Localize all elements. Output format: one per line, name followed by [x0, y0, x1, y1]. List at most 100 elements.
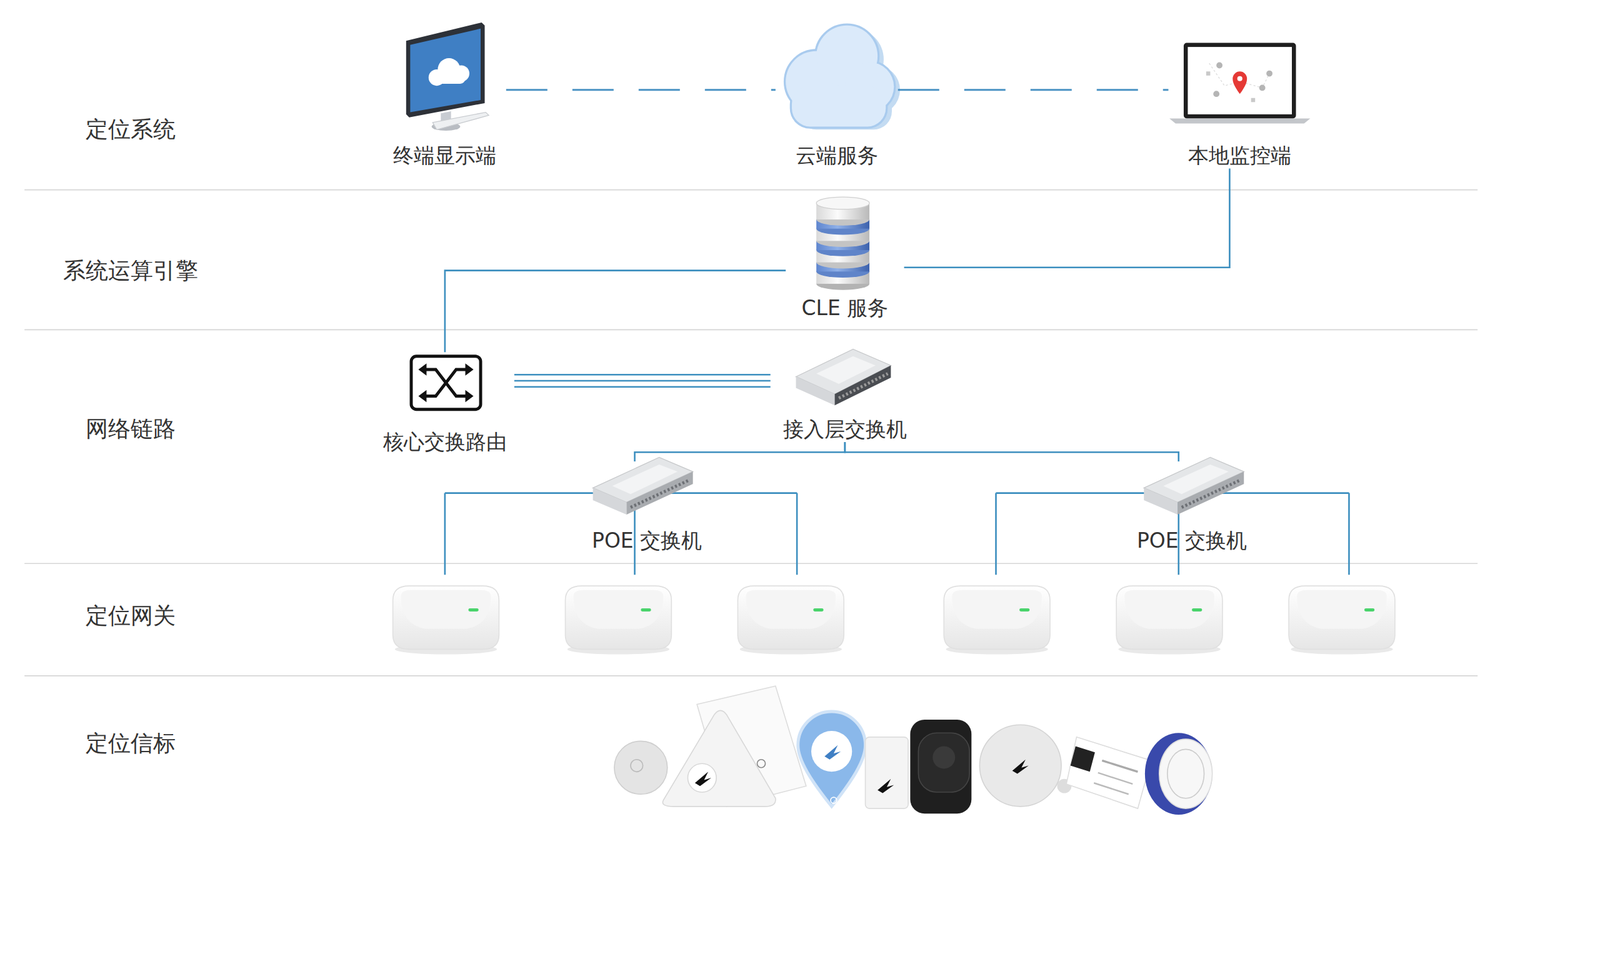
laptop-illustration: [1259, 85, 1266, 92]
beacon-illustration: [979, 724, 1062, 807]
beacon-illustration: [614, 740, 668, 794]
beacon-illustration: [1012, 759, 1029, 774]
gateway-illustration: [1191, 608, 1202, 612]
router-icon: [465, 390, 474, 403]
monitor-illustration: [406, 22, 485, 118]
beacon-illustration: [695, 771, 712, 786]
laptop-illustration: [1251, 98, 1256, 103]
gateway-illustration: [640, 608, 651, 612]
beacon-illustration: [1098, 772, 1134, 784]
poe-switch-illustration: [626, 471, 693, 515]
router-icon: [465, 363, 474, 376]
gateway-illustration: [1116, 585, 1223, 654]
dashed-connector: [506, 88, 776, 91]
gateway-illustration: [565, 585, 672, 654]
row-divider: [24, 189, 1478, 191]
cloud-illustration: [785, 25, 900, 130]
gateway-illustration: [1124, 590, 1215, 629]
beacon-illustration: [614, 685, 1213, 815]
gateway-illustration: [565, 585, 672, 649]
beacon-illustration: [756, 759, 765, 768]
gateway-illustration: [737, 585, 844, 654]
illustration: [24, 22, 1478, 815]
network-link: [635, 441, 845, 462]
gateway-illustration: [746, 590, 837, 629]
beacon-illustration: [824, 745, 841, 760]
node-caption: POE 交换机: [591, 528, 702, 554]
cloud-illustration: [785, 25, 894, 127]
database-illustration: [816, 196, 870, 290]
laptop-illustration: [1213, 90, 1220, 97]
poe-switch-illustration: [630, 479, 690, 507]
beacon-illustration: [662, 710, 776, 806]
node-caption: POE 交换机: [1136, 528, 1247, 554]
node-caption: 云端服务: [795, 143, 879, 169]
cloud-illustration: [785, 25, 894, 127]
layer-label: 定位网关: [85, 601, 176, 630]
monitor-illustration: [410, 28, 481, 113]
beacon-illustration: [918, 732, 970, 792]
laptop-illustration: [1206, 71, 1211, 76]
node-caption: 接入层交换机: [783, 416, 907, 442]
node-caption: 核心交换路由: [383, 429, 507, 455]
router-icon: [418, 363, 427, 376]
router-icon: [411, 356, 481, 410]
beacon-illustration: [1093, 782, 1129, 794]
switch-illustration: [796, 348, 892, 405]
cloud-illustration: [791, 85, 886, 127]
switch-illustration: [796, 376, 835, 405]
beacon-illustration: [1101, 760, 1138, 772]
network-link: [514, 374, 771, 387]
gateway-wire: [445, 493, 1350, 575]
poe-switch-illustration: [1177, 471, 1244, 515]
router-icon: [418, 390, 427, 403]
laptop-illustration: [1266, 70, 1273, 77]
beacon-illustration: [798, 711, 866, 807]
laptop-illustration: [1183, 43, 1297, 119]
monitor-illustration: [432, 73, 465, 84]
poe-switch-illustration: [1181, 479, 1242, 507]
monitor-illustration: [406, 22, 489, 131]
row-divider: [24, 190, 1478, 676]
laptop-illustration: [1169, 43, 1310, 124]
router-icon: [423, 369, 469, 396]
poe-switch-illustration: [1143, 456, 1244, 514]
beacon-illustration: [1066, 736, 1152, 809]
gateway-illustration: [1019, 608, 1030, 612]
gateway-illustration: [1364, 608, 1375, 612]
beacon-illustration: [1070, 746, 1095, 772]
layer-label: 系统运算引擎: [63, 256, 199, 285]
beacon-illustration: [865, 736, 909, 809]
row-divider: [24, 329, 1478, 331]
network-link: [845, 441, 1179, 462]
gateway-illustration: [737, 585, 844, 649]
beacon-illustration: [910, 719, 972, 814]
laptop-illustration: [1169, 118, 1310, 124]
gateway-illustration: [573, 590, 664, 629]
router-icon: [411, 356, 481, 410]
gateway-illustration: [943, 585, 1050, 654]
gateway-illustration: [951, 590, 1042, 629]
laptop-illustration: [1187, 46, 1292, 115]
beacon-illustration: [1167, 748, 1205, 798]
layer-label: 网络链路: [85, 415, 176, 443]
beacon-illustration: [811, 730, 852, 772]
laptop-illustration: [1237, 76, 1243, 82]
beacon-illustration: [687, 763, 717, 792]
gateway-illustration: [1288, 585, 1395, 649]
laptop-illustration: [1216, 62, 1223, 69]
beacon-illustration: [1145, 732, 1213, 815]
poe-switch-illustration: [1143, 487, 1178, 514]
switch-illustration: [835, 365, 892, 406]
gateway-illustration: [393, 585, 500, 649]
gateway-illustration: [393, 585, 500, 654]
row-divider: [24, 562, 1478, 564]
gateway-illustration: [1296, 590, 1387, 629]
gateway-illustration: [1116, 585, 1223, 649]
node-caption: 终端显示端: [393, 143, 497, 169]
poe-switch-illustration: [593, 487, 627, 514]
laptop-illustration: [1232, 71, 1247, 94]
